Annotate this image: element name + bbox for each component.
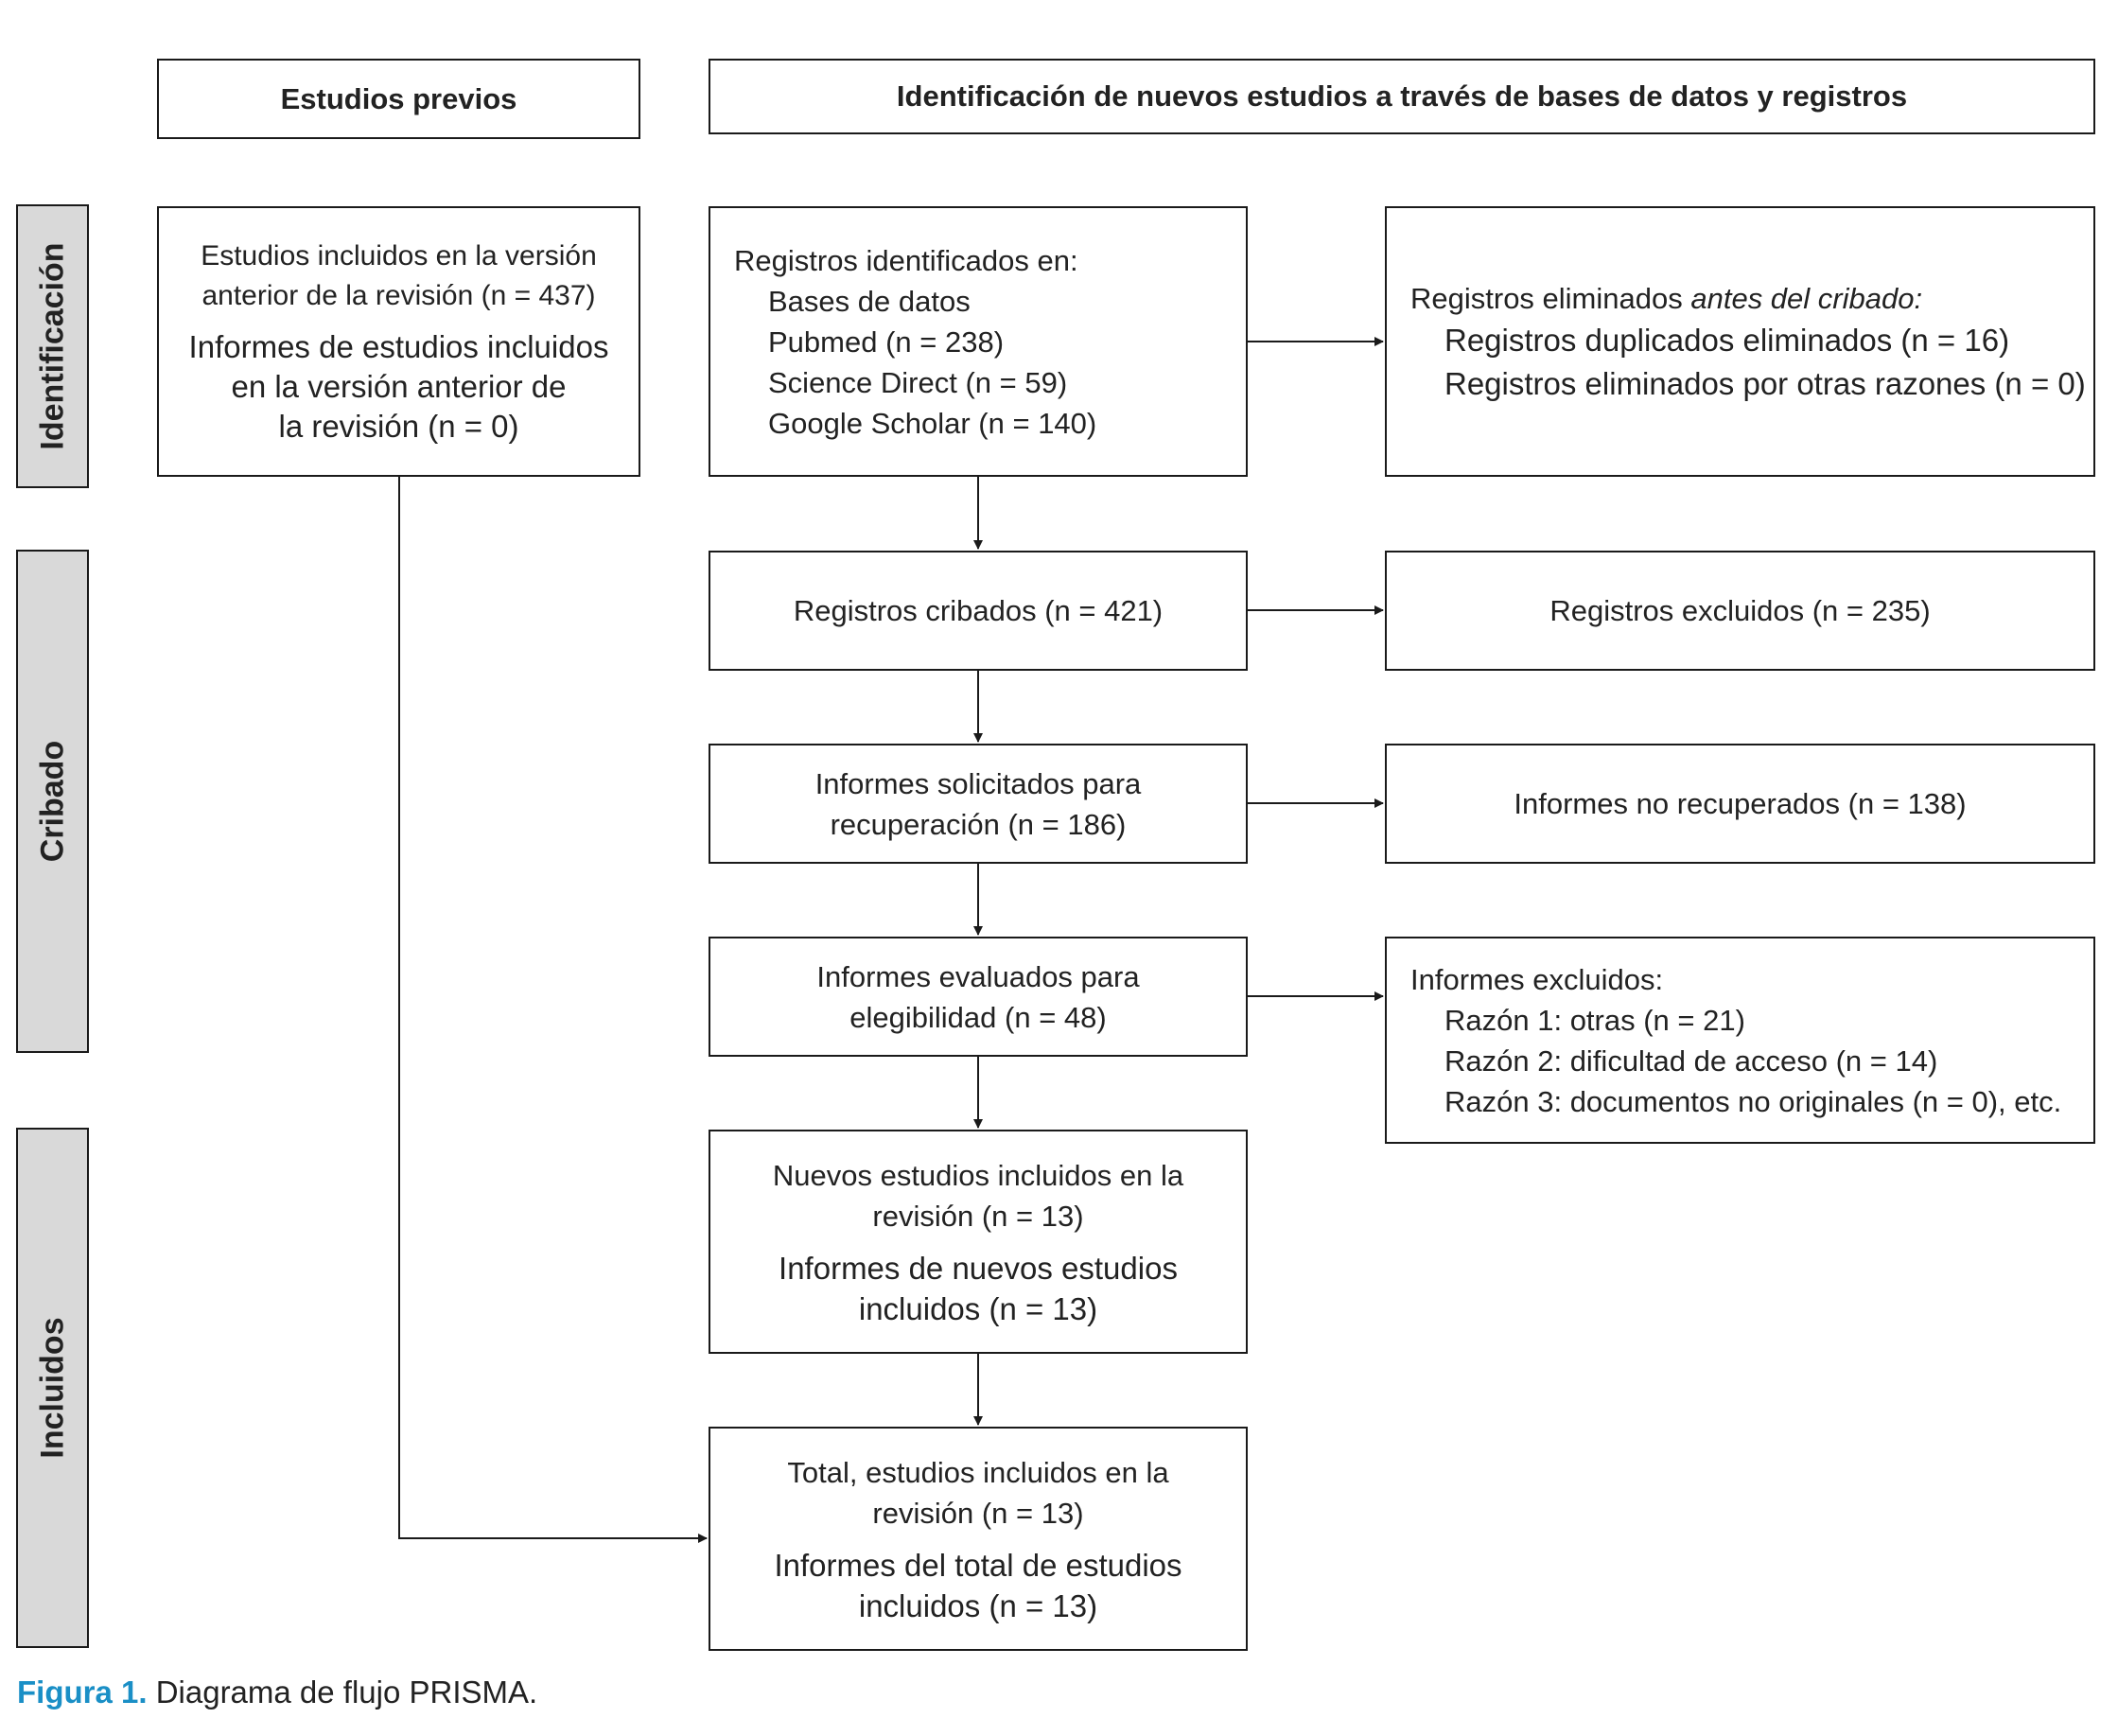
sought-line-1: Informes solicitados para bbox=[814, 766, 1142, 800]
new-included-line-2: revisión (n = 13) bbox=[872, 1199, 1084, 1233]
reports-assessed-box: Informes evaluados para elegibilidad (n … bbox=[709, 937, 1248, 1057]
removed-duplicates: Registros duplicados eliminados (n = 16) bbox=[1444, 322, 2010, 358]
previous-line-1: Estudios incluidos en la versión bbox=[201, 240, 597, 272]
assessed-line-1: Informes evaluados para bbox=[816, 959, 1140, 993]
excluded-reason-1: Razón 1: otras (n = 21) bbox=[1444, 1003, 1745, 1037]
previous-line-2: anterior de la revisión (n = 437) bbox=[201, 280, 596, 311]
caption-text: Diagrama de flujo PRISMA. bbox=[147, 1675, 538, 1710]
identified-databases: Bases de datos bbox=[768, 284, 971, 318]
previous-line-3: Informes de estudios incluidos bbox=[188, 329, 609, 364]
new-included-line-3: Informes de nuevos estudios bbox=[779, 1250, 1178, 1286]
identified-sciencedirect: Science Direct (n = 59) bbox=[768, 365, 1068, 399]
total-studies-included-box: Total, estudios incluidos en la revisión… bbox=[709, 1427, 1248, 1651]
header-new-label: Identificación de nuevos estudios a trav… bbox=[896, 79, 1908, 113]
previous-studies-box: Estudios incluidos en la versión anterio… bbox=[157, 206, 640, 477]
phase-identification: Identificación bbox=[16, 204, 89, 488]
header-new-studies: Identificación de nuevos estudios a trav… bbox=[709, 59, 2095, 134]
previous-line-4: en la versión anterior de bbox=[231, 369, 567, 404]
figure-caption: Figura 1. Diagrama de flujo PRISMA. bbox=[17, 1675, 537, 1710]
total-line-1: Total, estudios incluidos en la bbox=[787, 1455, 1169, 1489]
phase-screening-label: Cribado bbox=[34, 740, 70, 863]
reports-not-retrieved-box: Informes no recuperados (n = 138) bbox=[1385, 744, 2095, 864]
excluded-records-text: Registros excluidos (n = 235) bbox=[1549, 594, 1931, 627]
identified-pubmed: Pubmed (n = 238) bbox=[768, 324, 1005, 359]
phase-included: Incluidos bbox=[16, 1128, 89, 1648]
records-screened-box: Registros cribados (n = 421) bbox=[709, 551, 1248, 671]
previous-line-5: la revisión (n = 0) bbox=[278, 409, 519, 444]
identified-scholar: Google Scholar (n = 140) bbox=[768, 406, 1097, 440]
new-included-line-4: incluidos (n = 13) bbox=[858, 1290, 1098, 1326]
header-previous-studies: Estudios previos bbox=[157, 59, 640, 139]
sought-line-2: recuperación (n = 186) bbox=[830, 807, 1127, 841]
excluded-reason-3: Razón 3: documentos no originales (n = 0… bbox=[1444, 1084, 2062, 1118]
removed-other: Registros eliminados por otras razones (… bbox=[1444, 365, 2086, 401]
identified-title: Registros identificados en: bbox=[734, 243, 1078, 277]
total-line-2: revisión (n = 13) bbox=[872, 1496, 1084, 1530]
records-identified-box: Registros identificados en: Bases de dat… bbox=[709, 206, 1248, 477]
arrow-previous-to-total bbox=[398, 477, 708, 1543]
removed-title-italic: antes del cribado: bbox=[1690, 281, 1923, 315]
records-removed-box: Registros eliminados antes del cribado: … bbox=[1385, 206, 2095, 477]
new-included-line-1: Nuevos estudios incluidos en la bbox=[772, 1158, 1184, 1192]
reports-sought-box: Informes solicitados para recuperación (… bbox=[709, 744, 1248, 864]
not-retrieved-text: Informes no recuperados (n = 138) bbox=[1514, 787, 1967, 820]
excluded-reports-title: Informes excluidos: bbox=[1410, 962, 1664, 996]
phase-screening: Cribado bbox=[16, 550, 89, 1053]
caption-label: Figura 1. bbox=[17, 1675, 148, 1710]
removed-title-prefix: Registros eliminados bbox=[1410, 281, 1691, 315]
total-line-4: incluidos (n = 13) bbox=[858, 1587, 1098, 1623]
screened-text: Registros cribados (n = 421) bbox=[793, 594, 1164, 627]
new-studies-included-box: Nuevos estudios incluidos en la revisión… bbox=[709, 1130, 1248, 1354]
header-previous-label: Estudios previos bbox=[280, 81, 517, 115]
total-line-3: Informes del total de estudios bbox=[774, 1547, 1182, 1583]
excluded-reason-2: Razón 2: dificultad de acceso (n = 14) bbox=[1444, 1043, 1938, 1078]
records-excluded-box: Registros excluidos (n = 235) bbox=[1385, 551, 2095, 671]
removed-title: Registros eliminados antes del cribado: bbox=[1410, 278, 2093, 319]
phase-included-label: Incluidos bbox=[34, 1317, 70, 1459]
assessed-line-2: elegibilidad (n = 48) bbox=[849, 1000, 1107, 1034]
reports-excluded-box: Informes excluidos: Razón 1: otras (n = … bbox=[1385, 937, 2095, 1144]
phase-identification-label: Identificación bbox=[34, 242, 70, 450]
